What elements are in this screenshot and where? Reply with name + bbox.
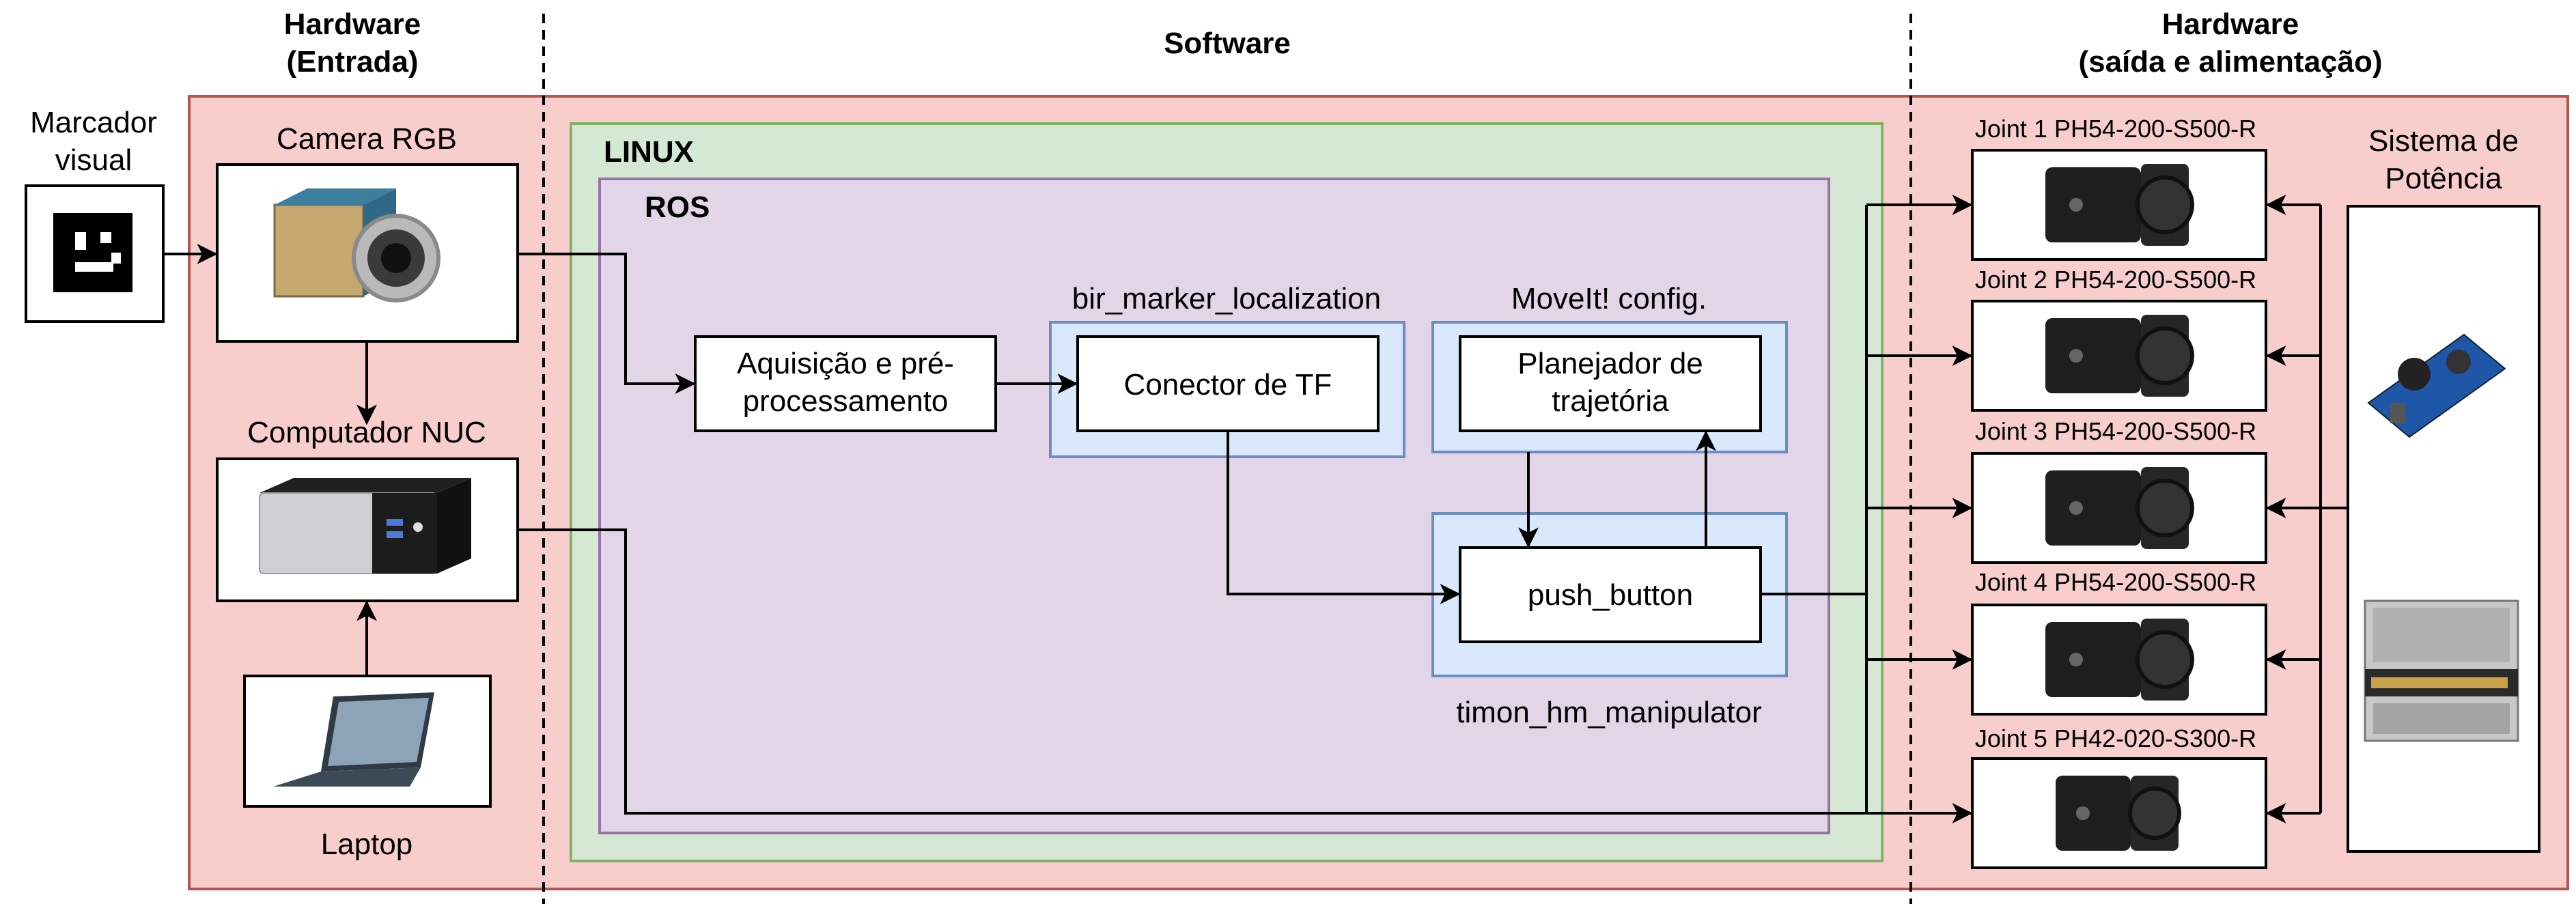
laptop-device [243, 675, 492, 808]
joint-1: Joint 1 PH54-200-S500-R [1971, 115, 2267, 261]
push-button-node [1459, 546, 1762, 643]
acquisition-label-line2: processamento [743, 384, 949, 418]
section-hardware-input-line1: Hardware [284, 8, 421, 41]
section-software: Software [1164, 27, 1291, 60]
linux-label: LINUX [604, 135, 694, 169]
acquisition-label-line1: Aquisição e pré- [737, 347, 954, 380]
joint-4-label: Joint 4 PH54-200-S500-R [1975, 568, 2256, 596]
servo-icon [2045, 164, 2194, 246]
joint-5-label: Joint 5 PH42-020-S300-R [1975, 724, 2256, 752]
nuc-computer-icon [259, 478, 471, 574]
bir-group-label: bir_marker_localization [1072, 282, 1381, 315]
joint-5: Joint 5 PH42-020-S300-R [1971, 724, 2267, 869]
planner-label-line1: Planejador de [1517, 347, 1703, 380]
laptop-label: Laptop [321, 828, 413, 861]
planner-node [1459, 335, 1762, 432]
power-label-line1: Sistema de [2368, 124, 2519, 158]
marker-label-line2: visual [55, 143, 132, 177]
camera-icon [273, 188, 440, 302]
power-label-line2: Potência [2385, 162, 2502, 195]
section-hardware-output-line1: Hardware [2162, 8, 2299, 41]
camera-device [216, 163, 519, 343]
ros-container [598, 178, 1830, 834]
camera-label: Camera RGB [277, 122, 457, 156]
push-button-label: push_button [1528, 578, 1693, 612]
servo-icon [2045, 467, 2194, 549]
joint-1-label: Joint 1 PH54-200-S500-R [1975, 115, 2256, 143]
power-system [2347, 205, 2540, 853]
joint-4: Joint 4 PH54-200-S500-R [1971, 568, 2267, 716]
tf-connector-node [1076, 335, 1380, 432]
marker-label-line1: Marcador [30, 106, 157, 139]
servo-icon [2045, 315, 2194, 397]
nuc-device [216, 457, 519, 602]
planner-label-line2: trajetória [1552, 384, 1669, 418]
servo-icon [2056, 776, 2181, 851]
section-hardware-input-line2: (Entrada) [286, 45, 418, 79]
joint-2-label: Joint 2 PH54-200-S500-R [1975, 266, 2256, 294]
acquisition-node [694, 335, 997, 432]
ros-label: ROS [645, 190, 710, 224]
arrow-tf-push-button [1227, 431, 1461, 604]
tf-connector-label: Conector de TF [1124, 368, 1332, 401]
arrow-camera-acquisition [518, 253, 696, 394]
servo-icon [2045, 619, 2194, 701]
timon-group-label: timon_hm_manipulator [1456, 696, 1762, 729]
dc-converter-icon [2367, 333, 2506, 438]
laptop-icon [273, 692, 434, 787]
moveit-group-label: MoveIt! config. [1511, 282, 1707, 315]
arrow-nuc-joint-5 [518, 528, 1973, 823]
joint-3-label: Joint 3 PH54-200-S500-R [1975, 417, 2256, 445]
section-hardware-output-line2: (saída e alimentação) [2078, 45, 2382, 79]
joint-3: Joint 3 PH54-200-S500-R [1971, 417, 2267, 564]
power-supply-icon [2364, 599, 2519, 742]
joint-2: Joint 2 PH54-200-S500-R [1971, 266, 2267, 412]
visual-marker [25, 184, 165, 323]
